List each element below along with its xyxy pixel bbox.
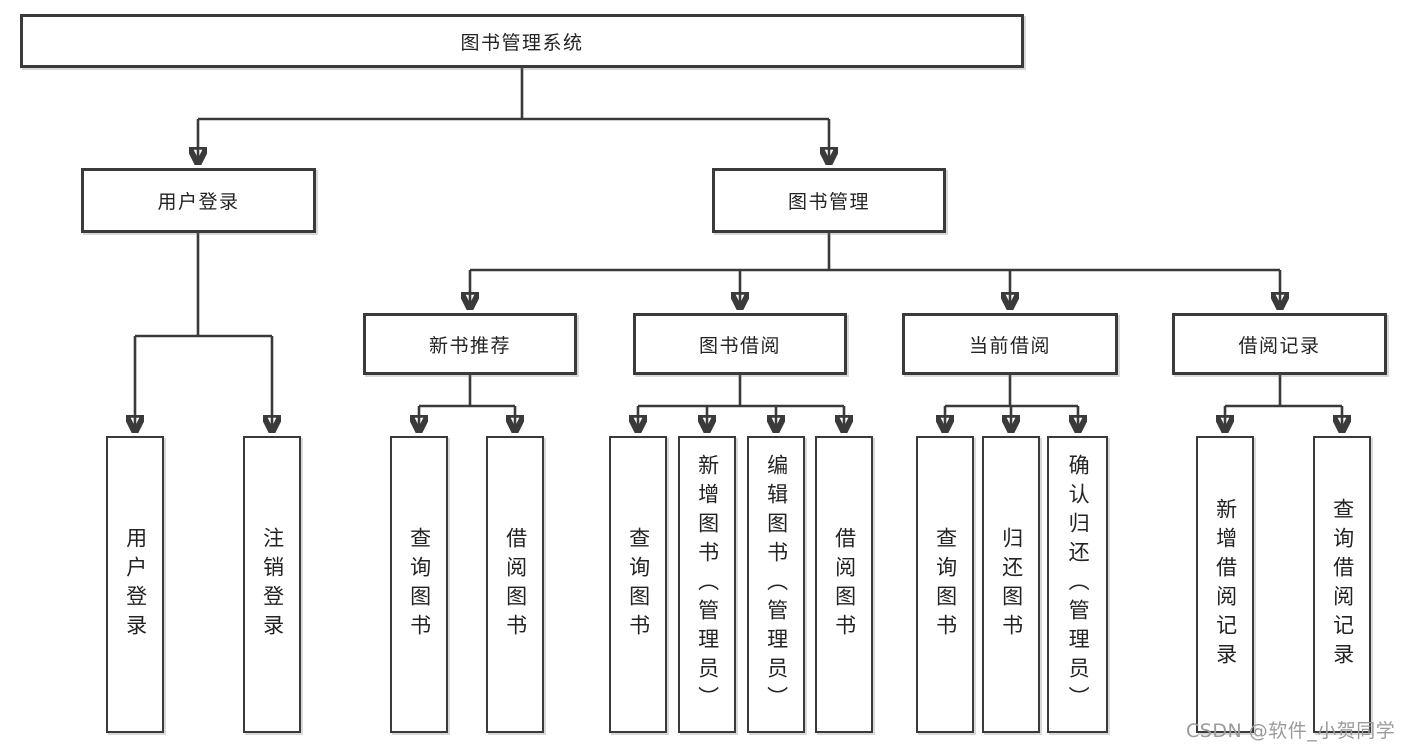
node-borrow-records: 借阅记录	[1172, 313, 1387, 375]
root-connector	[198, 68, 829, 165]
current-borrow-connector	[945, 375, 1078, 433]
leaf-borrow-edit-books-admin: 编辑图书（管理员）	[747, 436, 805, 733]
new-book-connector	[419, 375, 515, 433]
user-login-connector	[135, 233, 272, 433]
node-book-borrow: 图书借阅	[633, 313, 847, 375]
node-user-login: 用户登录	[81, 168, 316, 233]
leaf-record-add-borrow-record: 新增借阅记录	[1196, 436, 1254, 733]
leaf-current-confirm-return-admin: 确认归还（管理员）	[1047, 436, 1108, 733]
node-current-borrow: 当前借阅	[902, 313, 1118, 375]
leaf-borrow-add-books-admin: 新增图书（管理员）	[678, 436, 736, 733]
leaf-logout: 注销登录	[243, 436, 301, 733]
book-borrow-connector	[638, 375, 844, 433]
leaf-newbook-borrow-books: 借阅图书	[486, 436, 544, 733]
leaf-record-query-borrow-record: 查询借阅记录	[1313, 436, 1371, 733]
leaf-current-query-books: 查询图书	[916, 436, 974, 733]
borrow-record-connector	[1225, 375, 1342, 433]
leaf-newbook-query-books: 查询图书	[390, 436, 448, 733]
node-root-library-system: 图书管理系统	[20, 14, 1024, 68]
leaf-borrow-borrow-books: 借阅图书	[815, 436, 873, 733]
book-management-connector	[470, 233, 1280, 310]
node-book-management: 图书管理	[712, 168, 946, 233]
leaf-user-login: 用户登录	[106, 436, 164, 733]
node-new-book-recommend: 新书推荐	[363, 313, 577, 375]
leaf-current-return-books: 归还图书	[982, 436, 1040, 733]
leaf-borrow-query-books: 查询图书	[609, 436, 667, 733]
csdn-watermark: CSDN @软件_小贺同学	[1186, 720, 1396, 742]
